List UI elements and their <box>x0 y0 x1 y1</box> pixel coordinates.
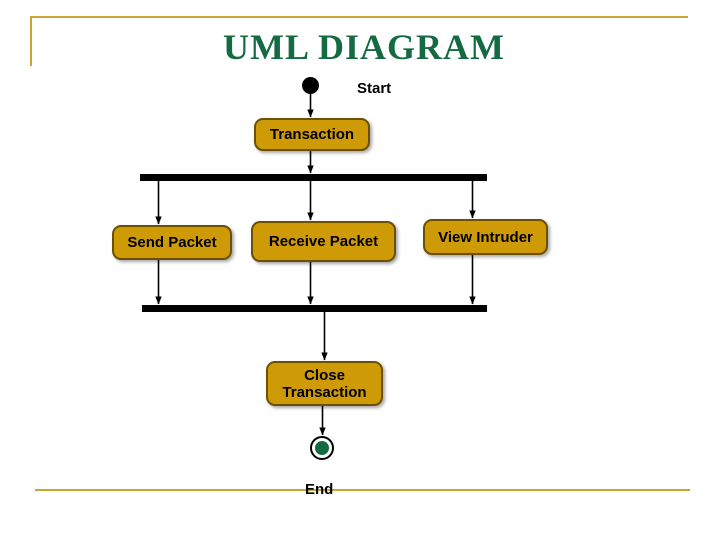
activity-close-transaction[interactable]: Close Transaction <box>266 361 383 406</box>
decorative-left-line <box>30 16 32 66</box>
activity-transaction[interactable]: Transaction <box>254 118 370 151</box>
start-label: Start <box>357 80 392 97</box>
end-label: End <box>305 481 334 498</box>
decorative-top-line <box>30 16 688 18</box>
start-node-icon <box>302 77 319 94</box>
end-node-icon <box>310 436 334 460</box>
activity-send-packet[interactable]: Send Packet <box>112 225 232 260</box>
activity-receive-packet[interactable]: Receive Packet <box>251 221 396 262</box>
decorative-bottom-line <box>35 489 690 491</box>
fork-bar <box>140 174 487 181</box>
join-bar <box>142 305 487 312</box>
end-node-inner-dot <box>315 441 329 455</box>
activity-view-intruder[interactable]: View Intruder <box>423 219 548 255</box>
page-title: UML DIAGRAM <box>223 27 505 67</box>
